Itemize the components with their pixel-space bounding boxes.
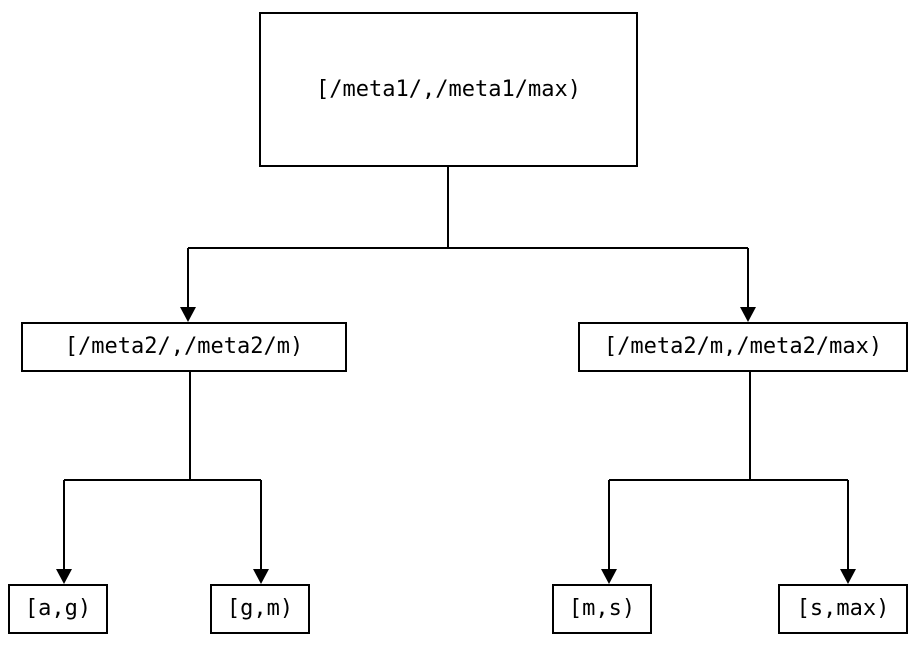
edge-mid-left-to-leaf-a-g [56,372,191,584]
arrowhead-icon [56,569,72,584]
node-label-leaf-g-m: [g,m) [226,596,294,621]
arrowhead-icon [180,307,196,322]
node-label-leaf-a-g: [a,g) [24,596,92,621]
node-root[interactable]: [/meta1/,/meta1/max) [259,12,638,167]
edge-root-to-mid-left [180,167,449,322]
arrowhead-icon [740,307,756,322]
node-leaf-s-max[interactable]: [s,max) [778,584,908,634]
node-mid-left[interactable]: [/meta2/,/meta2/m) [21,322,347,372]
edge-mid-left-to-leaf-g-m [189,372,269,584]
node-mid-right[interactable]: [/meta2/m,/meta2/max) [578,322,908,372]
edge-mid-right-to-leaf-m-s [601,372,751,584]
node-label-mid-right: [/meta2/m,/meta2/max) [603,334,883,359]
node-label-leaf-m-s: [m,s) [568,596,636,621]
edge-root-to-mid-right [447,167,756,322]
arrowhead-icon [601,569,617,584]
node-label-mid-left: [/meta2/,/meta2/m) [64,334,304,359]
node-leaf-a-g[interactable]: [a,g) [8,584,108,634]
arrowhead-icon [253,569,269,584]
node-leaf-g-m[interactable]: [g,m) [210,584,310,634]
node-label-leaf-s-max: [s,max) [796,596,890,621]
arrowhead-icon [840,569,856,584]
node-leaf-m-s[interactable]: [m,s) [552,584,652,634]
node-label-root: [/meta1/,/meta1/max) [316,76,581,102]
edge-mid-right-to-leaf-s-max [749,372,856,584]
